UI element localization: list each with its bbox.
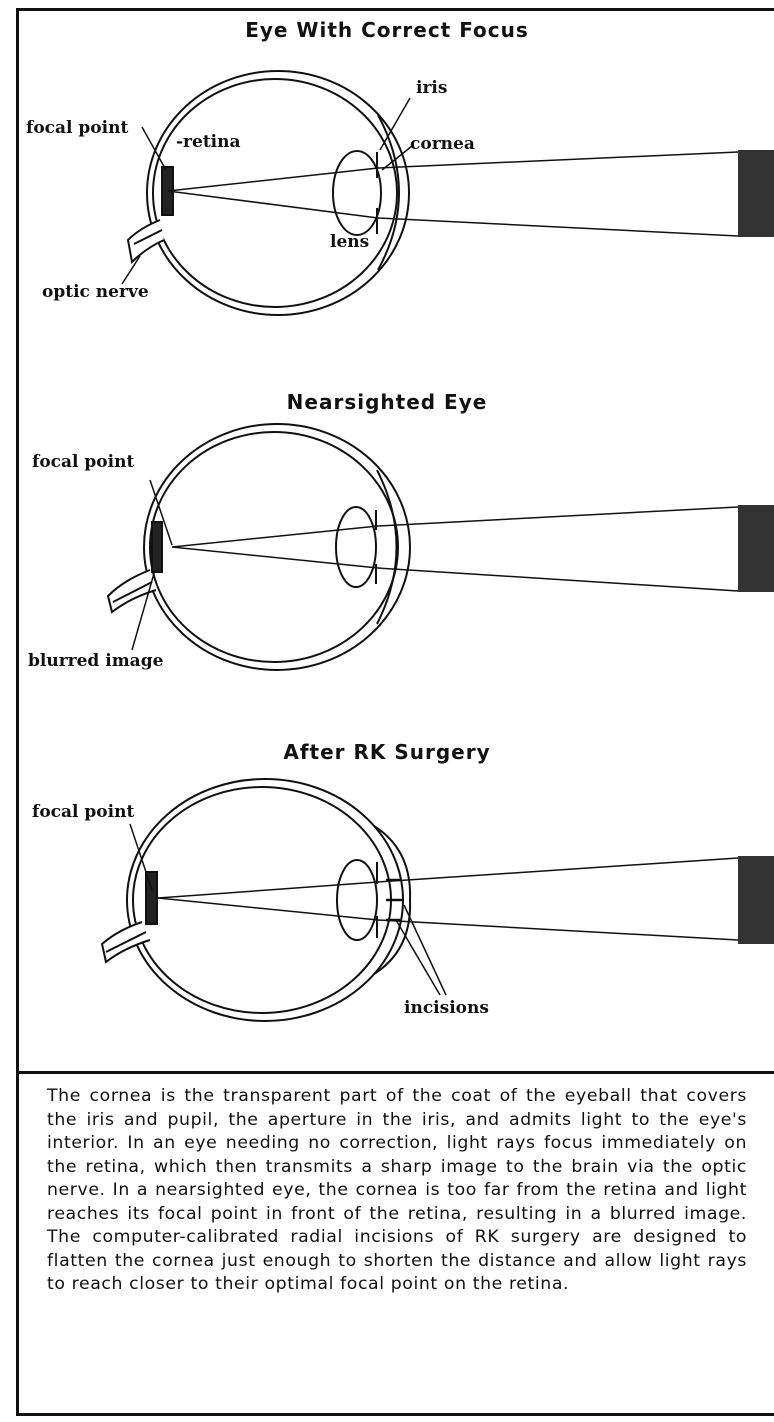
optic-nerve	[128, 220, 164, 262]
label-optic-nerve: optic nerve	[42, 282, 149, 302]
label-retina: -retina	[176, 132, 241, 152]
eyeball-inner	[153, 79, 397, 307]
eyeball-inner	[150, 432, 398, 662]
label-focal-point: focal point	[32, 452, 134, 472]
nearsighted-eye-diagram	[108, 424, 774, 670]
object-bar	[738, 856, 774, 944]
retina-focal-point	[146, 872, 157, 924]
label-focal-point: focal point	[26, 118, 128, 138]
after-rk-surgery-eye-diagram	[102, 779, 774, 1021]
label-focal-point: focal point	[32, 802, 134, 822]
eyeball-outer	[144, 424, 410, 670]
label-iris: iris	[416, 78, 447, 98]
retina-blurred-image	[152, 522, 162, 572]
figure-caption: The cornea is the transparent part of th…	[47, 1085, 747, 1297]
label-cornea: cornea	[410, 134, 475, 154]
eye-diagrams	[0, 0, 774, 1070]
cornea-arc	[377, 470, 397, 624]
section-title-correct-focus: Eye With Correct Focus	[0, 18, 774, 42]
lens	[337, 860, 377, 940]
correct-focus-eye-diagram	[122, 71, 774, 315]
section-title-after-rk: After RK Surgery	[0, 740, 774, 764]
label-incisions: incisions	[404, 998, 489, 1018]
label-blurred-image: blurred image	[28, 651, 163, 671]
object-bar	[738, 150, 774, 237]
section-title-nearsighted: Nearsighted Eye	[0, 390, 774, 414]
label-lens: lens	[330, 232, 369, 252]
object-bar	[738, 505, 774, 592]
lens	[336, 507, 376, 587]
eyeball-outer	[127, 779, 403, 1021]
lens	[333, 151, 381, 235]
caption-divider	[16, 1071, 774, 1074]
